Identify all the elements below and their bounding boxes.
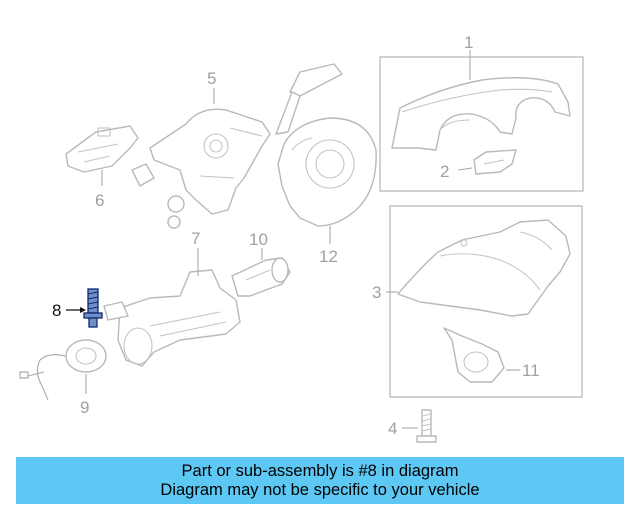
group-box-upper-cover (379, 56, 584, 192)
part-2-bracket[interactable] (473, 149, 517, 175)
part-9-immobilizer-ring[interactable] (19, 339, 107, 401)
callout-1: 1 (464, 33, 473, 52)
callout-4: 4 (388, 419, 397, 438)
part-7-lock-housing[interactable] (103, 269, 241, 367)
callout-3: 3 (372, 283, 381, 302)
part-6-connector[interactable] (65, 125, 139, 173)
info-banner: Part or sub-assembly is #8 in diagram Di… (16, 457, 624, 504)
callout-9: 9 (80, 398, 89, 417)
callout-6: 6 (95, 191, 104, 210)
part-1-upper-cover[interactable] (391, 77, 571, 151)
part-5-combination-switch[interactable] (131, 63, 343, 229)
parts-diagram: 1 2 3 4 11 5 (19, 33, 584, 443)
part-12-clock-spring[interactable] (277, 117, 377, 227)
group-box-lower-cover (389, 205, 583, 398)
callout-11: 11 (522, 361, 540, 380)
part-8-bolt-highlighted[interactable] (83, 288, 103, 328)
banner-line-2: Diagram may not be specific to your vehi… (160, 480, 480, 499)
banner-line-1: Part or sub-assembly is #8 in diagram (181, 461, 459, 480)
leader-8-arrowhead (80, 307, 86, 313)
part-3-lower-cover[interactable] (397, 219, 571, 317)
part-10-lock-cylinder[interactable] (231, 257, 291, 297)
part-4-screw[interactable] (416, 409, 437, 443)
callout-2: 2 (440, 162, 449, 181)
callout-7: 7 (191, 229, 200, 248)
callout-8: 8 (52, 301, 61, 320)
callout-5: 5 (207, 69, 216, 88)
part-11-trim[interactable] (443, 327, 505, 383)
callout-12: 12 (319, 247, 338, 266)
callout-10: 10 (249, 230, 268, 249)
